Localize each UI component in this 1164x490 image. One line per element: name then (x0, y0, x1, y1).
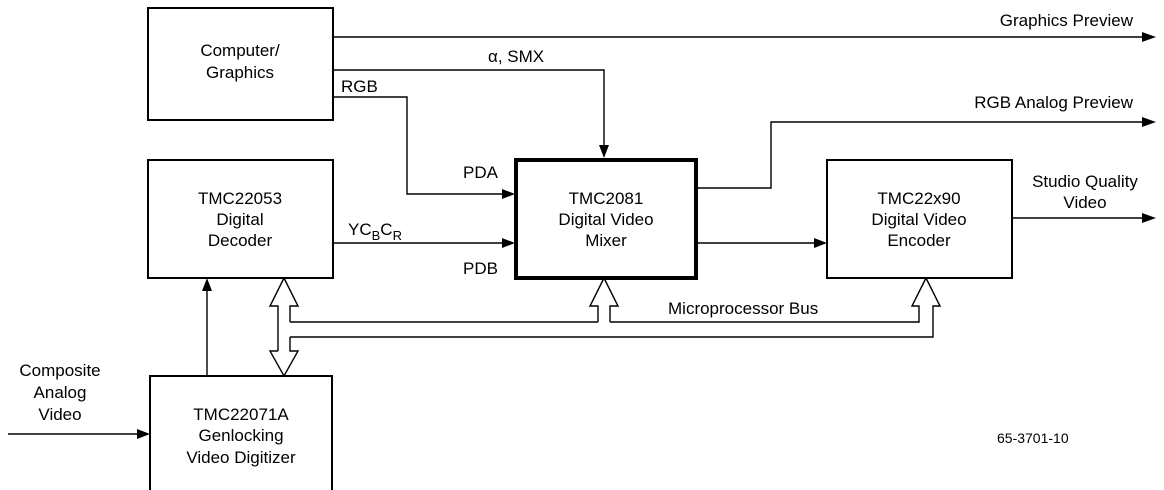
computer-label-line1: Computer/ (200, 41, 280, 60)
rgb-arrowhead (502, 189, 515, 199)
digitizer-block (149, 375, 333, 490)
composite-input-arrowhead (137, 429, 150, 439)
rgb-analog-preview-line (696, 121, 1142, 189)
rgb-analog-preview-label: RGB Analog Preview (974, 93, 1133, 112)
digitizer-label-line2: Genlocking (198, 426, 283, 445)
alpha-smx-line (333, 69, 605, 146)
rgb-analog-preview-arrowhead (1142, 117, 1156, 127)
mixer-label-line3: Mixer (585, 231, 627, 250)
decoder-block (147, 159, 334, 279)
mixer-label-line2: Digital Video (558, 210, 653, 229)
alpha-smx-arrowhead (599, 145, 609, 158)
digitizer-label-line3: Video Digitizer (186, 448, 296, 467)
decoder-label-line3: Decoder (208, 231, 273, 250)
encoder-label-line3: Encoder (887, 231, 951, 250)
pda-label: PDA (463, 163, 499, 182)
composite-label-line2: Analog (34, 383, 87, 402)
studio-output-arrowhead (1142, 213, 1156, 223)
encoder-block (826, 159, 1013, 279)
digitizer-to-decoder-arrowhead (202, 278, 212, 291)
mixer-to-encoder-arrowhead (814, 238, 827, 248)
decoder-label-line2: Digital (216, 210, 263, 229)
microprocessor-bus-outline (268, 276, 942, 378)
figure-id: 65-3701-10 (997, 430, 1069, 446)
graphics-preview-arrowhead (1142, 32, 1156, 42)
computer-label-line2: Graphics (206, 63, 274, 82)
composite-label-line3: Video (38, 405, 81, 424)
studio-quality-label-line2: Video (1063, 193, 1106, 212)
graphics-preview-label: Graphics Preview (1000, 11, 1134, 30)
pdb-label: PDB (463, 259, 498, 278)
microprocessor-bus-label: Microprocessor Bus (668, 299, 818, 318)
encoder-label-line2: Digital Video (871, 210, 966, 229)
computer-graphics-block (147, 7, 334, 121)
encoder-label-line1: TMC22x90 (877, 189, 960, 208)
composite-label-line1: Composite (19, 361, 100, 380)
decoder-label-line1: TMC22053 (198, 189, 282, 208)
studio-quality-label-line1: Studio Quality (1032, 172, 1138, 191)
ycbcr-label: YCBCR (348, 220, 402, 243)
rgb-line (333, 96, 503, 195)
ycbcr-arrowhead (502, 238, 515, 248)
alpha-smx-label: α, SMX (488, 47, 544, 66)
mixer-block (514, 158, 698, 280)
rgb-label: RGB (341, 77, 378, 96)
digitizer-label-line1: TMC22071A (193, 405, 289, 424)
mixer-label-line1: TMC2081 (569, 189, 644, 208)
